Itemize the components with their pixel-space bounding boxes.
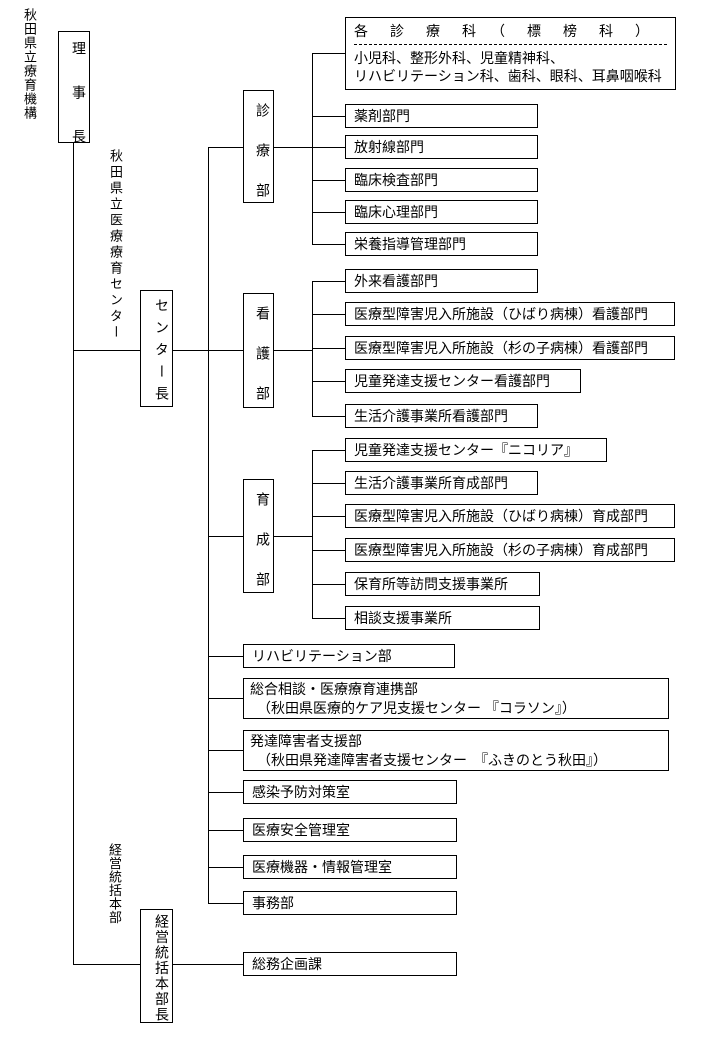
unit-box-eiyo: 栄養指導管理部門 <box>345 232 538 256</box>
unit-box-gairai-kango: 外来看護部門 <box>345 269 538 293</box>
stub-jimu <box>208 903 243 904</box>
connector-keieihead-soumu <box>173 964 243 965</box>
stub-hoikusho <box>312 584 345 585</box>
chairman-box: 理事長 <box>58 31 90 173</box>
stub-gairai-kango <box>312 281 345 282</box>
stub-anzen <box>208 830 243 831</box>
connector-chairman-centerhead <box>74 350 140 351</box>
stub-rinsho-shinri <box>312 212 345 213</box>
stub-yakuzai <box>312 116 345 117</box>
stub-sogo <box>208 698 243 699</box>
unit-box-nicoria: 児童発達支援センター『ニコリア』 <box>345 438 607 462</box>
stub-kiki <box>208 867 243 868</box>
unit-box-hoshasen: 放射線部門 <box>345 135 538 159</box>
unit-box-hoikusho: 保育所等訪問支援事業所 <box>345 572 540 596</box>
stub-hoshasen <box>312 147 345 148</box>
dept-ikusei-box: 育成部 <box>243 479 274 612</box>
unit-box-seikatsu-ikusei: 生活介護事業所育成部門 <box>345 471 538 495</box>
sogo-line1: 総合相談・医療療育連携部 <box>250 681 418 697</box>
unit-box-jimu: 事務部 <box>243 891 457 915</box>
unit-box-yakuzai: 薬剤部門 <box>345 104 538 128</box>
unit-box-anzen: 医療安全管理室 <box>243 818 457 842</box>
stub-shinryo <box>208 147 243 148</box>
dist-kango <box>312 281 313 417</box>
stub-nicoria <box>312 450 345 451</box>
connector-chairman-keieihead <box>74 964 140 965</box>
stub-seikatsu-kango <box>312 416 345 417</box>
unit-box-sogo-sodan: 総合相談・医療療育連携部 （秋田県医療的ケア児支援センター 『コラソン』） <box>243 678 669 719</box>
stub-rinsho-kensa <box>312 180 345 181</box>
medical-center-label: 秋田県立医療療育センター <box>108 149 123 341</box>
unit-box-rinsho-kensa: 臨床検査部門 <box>345 168 538 192</box>
trunk-center <box>208 147 209 904</box>
clinical-box-line2: リハビリテーション科、歯科、眼科、耳鼻咽喉科 <box>354 68 662 84</box>
clinical-box-line1: 小児科、整形外科、児童精神科、 <box>354 50 564 66</box>
unit-box-hibari-ikusei: 医療型障害児入所施設（ひばり病棟）育成部門 <box>345 504 675 528</box>
unit-box-suginoko-ikusei: 医療型障害児入所施設（杉の子病棟）育成部門 <box>345 538 675 562</box>
sogo-line2: （秋田県医療的ケア児支援センター 『コラソン』） <box>257 700 576 716</box>
hattatsu-line1: 発達障害者支援部 <box>250 733 362 749</box>
unit-box-kansen: 感染予防対策室 <box>243 780 457 804</box>
management-hq-label: 経営統括本部 <box>107 843 122 924</box>
center-head-box: センター長 <box>140 290 173 408</box>
clinical-departments-box: 各 診 療 科 （ 標 榜 科 ） 小児科、整形外科、児童精神科、 リハビリテー… <box>345 17 676 90</box>
stub-rehab <box>208 656 243 657</box>
stub-hibari-ikusei <box>312 516 345 517</box>
dist-shinryo <box>312 53 313 245</box>
trunk-chairman <box>73 143 74 965</box>
stub-sodan-shien <box>312 618 345 619</box>
hattatsu-line2: （秋田県発達障害者支援センター 『ふきのとう秋田』） <box>257 752 607 768</box>
stub-suginoko-ikusei <box>312 550 345 551</box>
management-hq-head-box: 経営統括本部長 <box>140 909 173 1023</box>
clinical-box-header: 各 診 療 科 （ 標 榜 科 ） <box>354 23 653 39</box>
stub-clinical-box <box>312 53 345 54</box>
stub-hattatsu <box>208 750 243 751</box>
stub-kango-dist <box>274 350 312 351</box>
stub-kansen <box>208 792 243 793</box>
unit-box-jidou-kango: 児童発達支援センター看護部門 <box>345 369 581 393</box>
unit-box-kiki: 医療機器・情報管理室 <box>243 855 457 879</box>
stub-suginoko-kango <box>312 348 345 349</box>
unit-box-rinsho-shinri: 臨床心理部門 <box>345 200 538 224</box>
dist-ikusei <box>312 450 313 619</box>
stub-seikatsu-ikusei <box>312 483 345 484</box>
org-name-label: 秋田県立療育機構 <box>22 8 37 120</box>
unit-box-soumu: 総務企画課 <box>243 952 457 976</box>
stub-hibari-kango <box>312 314 345 315</box>
stub-eiyo <box>312 244 345 245</box>
stub-ikusei-dist <box>274 536 312 537</box>
unit-box-sodan-shien: 相談支援事業所 <box>345 606 540 630</box>
stub-shinryo-dist <box>274 147 312 148</box>
dept-kango-box: 看護部 <box>243 293 274 426</box>
stub-ikusei <box>208 536 243 537</box>
unit-box-hattatsu: 発達障害者支援部 （秋田県発達障害者支援センター 『ふきのとう秋田』） <box>243 730 669 771</box>
unit-box-seikatsu-kango: 生活介護事業所看護部門 <box>345 404 538 428</box>
stub-jidou-kango <box>312 381 345 382</box>
unit-box-hibari-kango: 医療型障害児入所施設（ひばり病棟）看護部門 <box>345 302 675 326</box>
unit-box-rehab: リハビリテーション部 <box>243 644 455 668</box>
dept-shinryo-box: 診療部 <box>243 90 274 223</box>
dashed-separator <box>354 44 667 45</box>
unit-box-suginoko-kango: 医療型障害児入所施設（杉の子病棟）看護部門 <box>345 336 675 360</box>
